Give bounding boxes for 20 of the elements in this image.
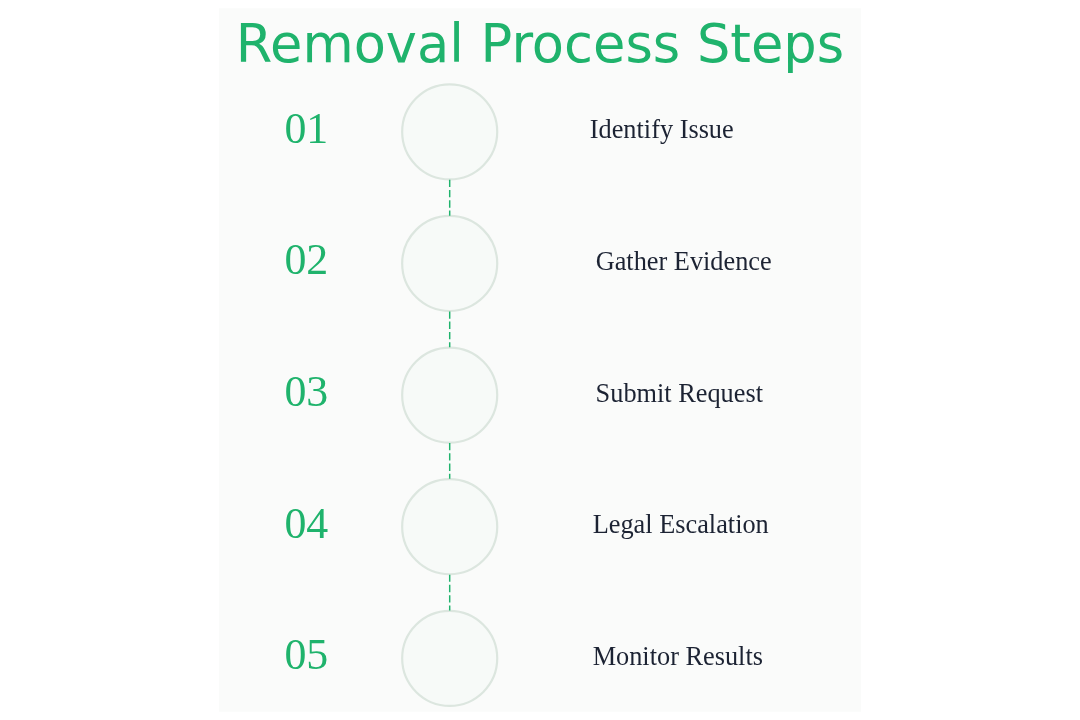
connector xyxy=(448,573,451,612)
node-label: Submit Request xyxy=(595,378,763,408)
node-label: 02 xyxy=(284,235,329,284)
connector xyxy=(448,179,451,217)
node-label: 01 xyxy=(284,103,329,152)
node-circle xyxy=(401,214,499,313)
node-circle xyxy=(401,83,499,181)
node-label: Identify Issue xyxy=(589,115,734,145)
node-label: 03 xyxy=(284,367,329,416)
node-circle xyxy=(401,609,499,707)
node-label: 05 xyxy=(284,630,329,679)
connector xyxy=(448,310,451,348)
node-circle xyxy=(401,478,499,576)
connector xyxy=(448,442,451,480)
node-label: Legal Escalation xyxy=(592,510,769,540)
node-label: Monitor Results xyxy=(592,641,763,671)
node-label: 04 xyxy=(284,498,329,547)
node-circle xyxy=(401,346,499,444)
diagram-title: Removal Process Steps xyxy=(235,13,845,75)
node-label: Gather Evidence xyxy=(595,246,772,276)
